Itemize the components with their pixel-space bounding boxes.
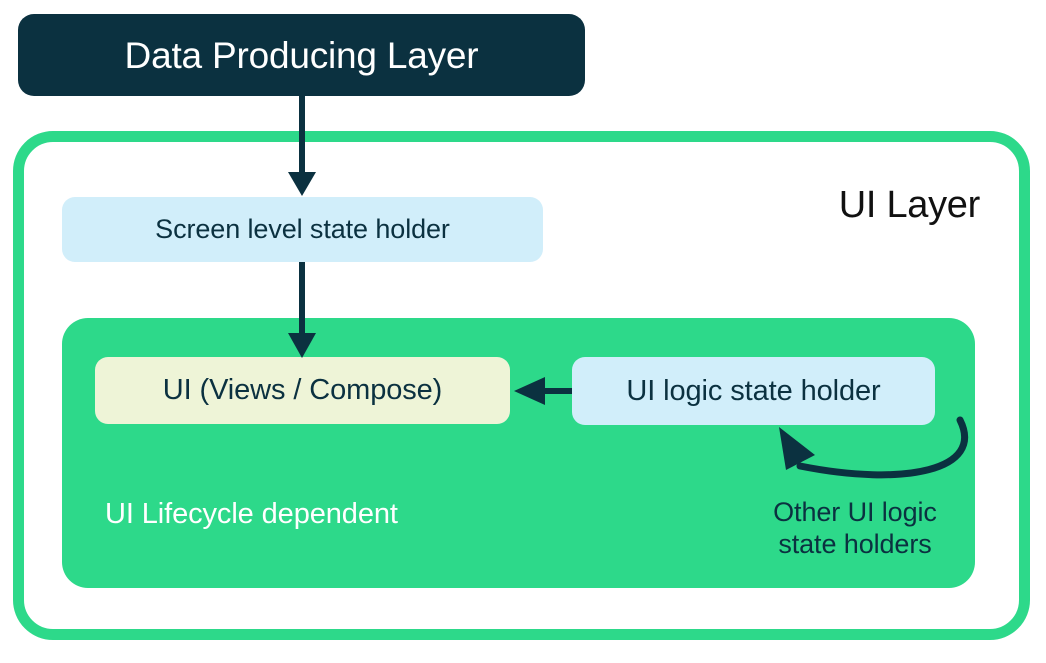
ui-views-compose-box: UI (Views / Compose)	[95, 357, 510, 424]
ui-logic-state-holder-label: UI logic state holder	[626, 374, 881, 407]
other-holders-line-1: Other UI logic	[773, 497, 937, 527]
screen-level-state-holder-box: Screen level state holder	[62, 197, 543, 262]
data-producing-layer-box: Data Producing Layer	[18, 14, 585, 96]
data-producing-layer-label: Data Producing Layer	[124, 34, 479, 76]
other-holders-line-2: state holders	[778, 528, 932, 559]
ui-views-compose-label: UI (Views / Compose)	[162, 374, 443, 406]
ui-layer-container	[13, 131, 1030, 640]
screen-level-state-holder-label: Screen level state holder	[155, 214, 450, 244]
ui-lifecycle-dependent-caption: UI Lifecycle dependent	[105, 498, 398, 530]
ui-logic-state-holder-box: UI logic state holder	[572, 357, 935, 425]
other-ui-logic-state-holders-caption: Other UI logic state holders	[745, 497, 965, 561]
ui-layer-title: UI Layer	[838, 184, 981, 226]
